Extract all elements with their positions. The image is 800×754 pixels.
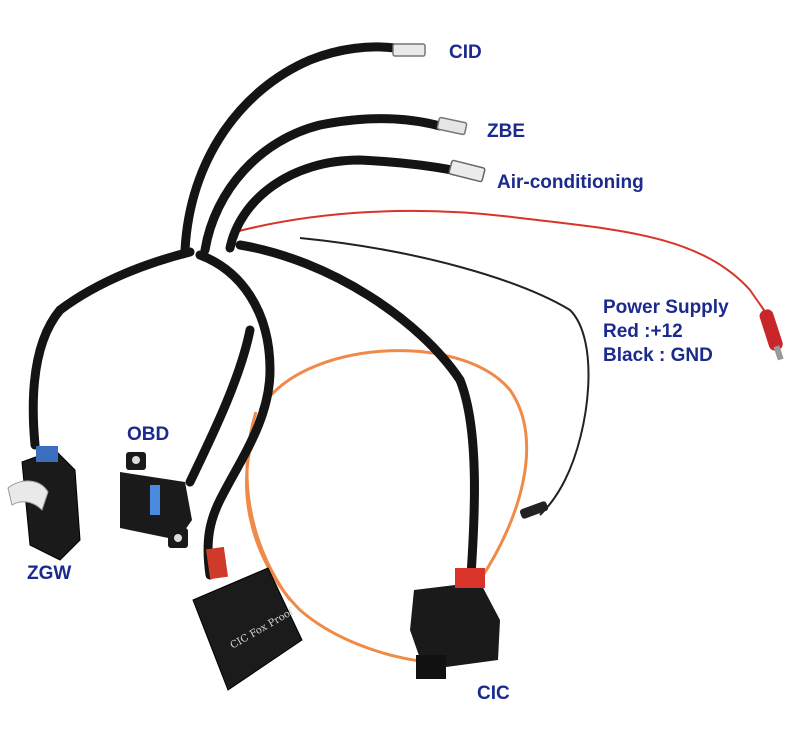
harness-cables — [28, 42, 479, 595]
label-zbe: ZBE — [487, 121, 525, 142]
air-conditioning-plug — [448, 159, 486, 183]
cid-plug — [392, 43, 426, 57]
cic-connector — [410, 568, 500, 679]
power-supply-red: Red :+12 — [603, 321, 683, 342]
power-supply-black: Black : GND — [603, 345, 713, 366]
emulator-module: CIC Fox Proof — [192, 546, 303, 691]
label-power-supply: Power Supply Red :+12 Black : GND — [603, 296, 729, 368]
power-red-wire — [234, 209, 769, 319]
label-zgw: ZGW — [27, 563, 72, 584]
label-cid: CID — [449, 42, 482, 63]
alligator-clip — [759, 309, 784, 361]
zgw-connector — [7, 446, 81, 561]
label-obd: OBD — [127, 424, 170, 445]
ground-black-wire — [299, 237, 590, 516]
label-cic: CIC — [477, 683, 510, 704]
label-air-conditioning: Air-conditioning — [497, 172, 644, 193]
obd-connector — [120, 452, 192, 548]
ground-terminal — [519, 501, 549, 519]
zbe-plug — [436, 116, 468, 136]
power-supply-title: Power Supply — [603, 297, 729, 318]
